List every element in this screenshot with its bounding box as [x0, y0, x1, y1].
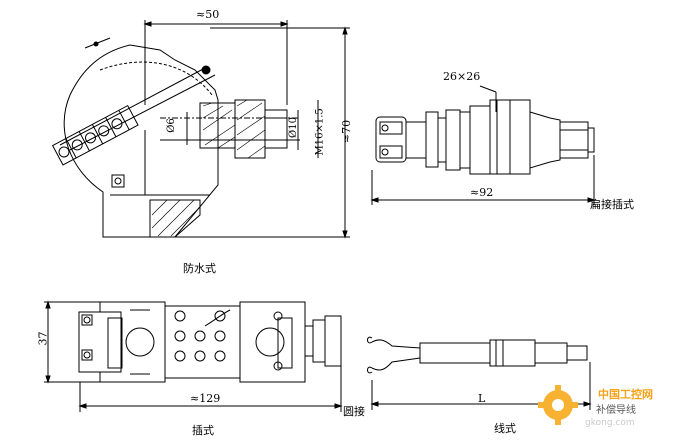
caption-wire: 线式 — [494, 422, 516, 435]
watermark-site: gkong.com — [585, 418, 635, 428]
watermark-brand: 中国工控网 — [598, 388, 653, 401]
watermark-logo — [538, 385, 578, 425]
dim-height-37: 37 — [36, 331, 50, 346]
caption-flat-plug: 扁接插式 — [590, 198, 634, 211]
caption-plug: 插式 — [192, 424, 214, 437]
caption-round: 圆接 — [343, 405, 365, 418]
dim-diameter-10: Ø10 — [287, 117, 299, 138]
dim-width-50: ≈50 — [196, 8, 220, 21]
dim-length-129: ≈129 — [190, 392, 221, 405]
dim-height-70: ≈70 — [340, 119, 354, 144]
caption-comp-signal: 补偿导线 — [596, 405, 636, 416]
plug-drawing — [44, 300, 343, 412]
flat-plug-drawing — [370, 85, 596, 205]
dim-length-L: L — [478, 392, 486, 405]
dim-diameter-6: Ø6 — [165, 118, 177, 133]
dim-thread-m16: M16×1.5 — [314, 108, 326, 156]
caption-waterproof: 防水式 — [183, 262, 216, 275]
wire-type-drawing — [367, 336, 592, 410]
waterproof-head-drawing — [51, 20, 350, 239]
dim-length-92: ≈92 — [470, 186, 494, 199]
dim-size-26x26: 26×26 — [443, 70, 481, 83]
